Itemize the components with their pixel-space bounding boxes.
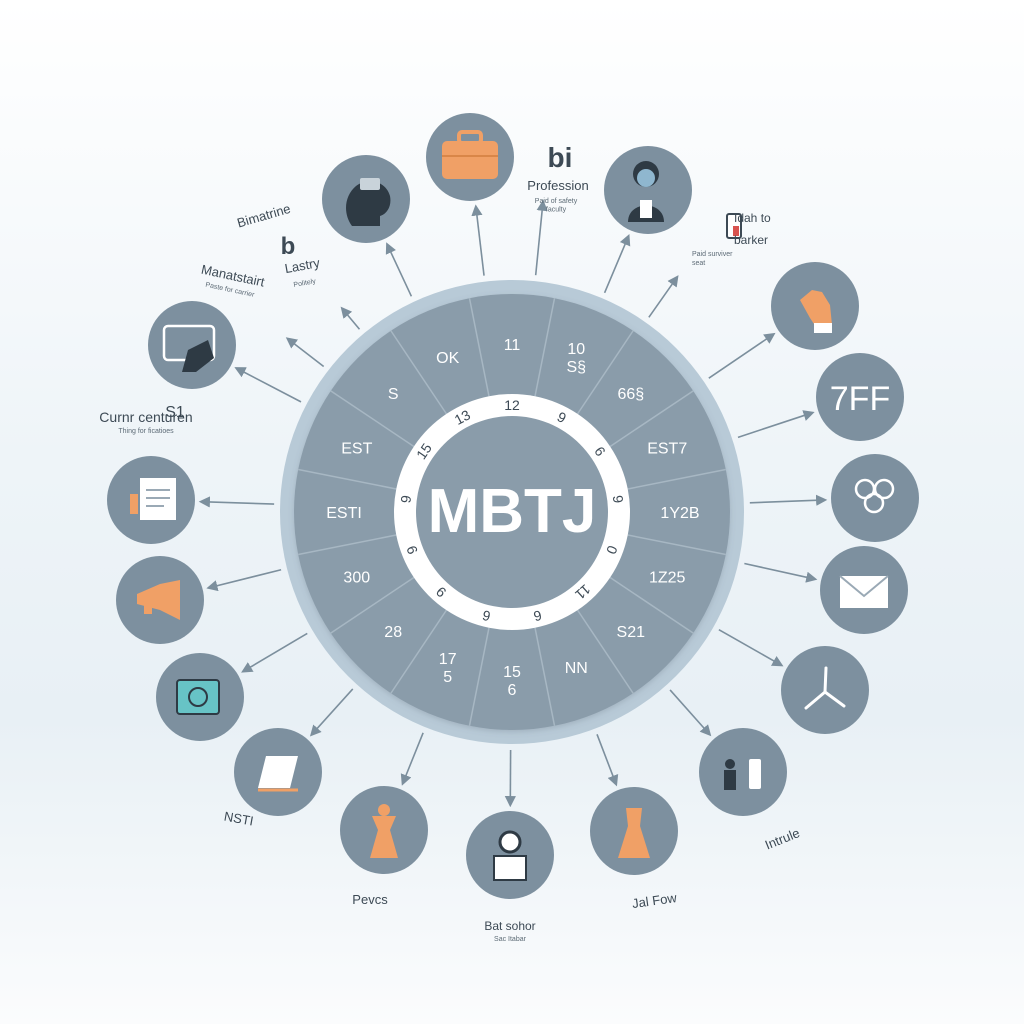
node-sublabel: Thing for ficatioes xyxy=(118,428,174,435)
connector-arrow xyxy=(750,500,825,503)
segment-label: ESTI xyxy=(326,505,362,522)
node-megaphone xyxy=(116,556,204,644)
node-label: Bat sohor xyxy=(484,919,535,933)
connector-arrow xyxy=(311,689,352,735)
connector-arrow xyxy=(201,502,274,504)
node-screen xyxy=(156,653,244,741)
node-7ff: 7FF xyxy=(816,353,904,441)
connector-arrow xyxy=(709,334,774,378)
node-people: Intrule xyxy=(699,728,802,853)
node-label: Profession xyxy=(527,178,588,193)
segment-label: S xyxy=(388,386,399,403)
node-network xyxy=(781,646,869,734)
connector-arrow xyxy=(649,277,677,317)
envelope-icon xyxy=(840,576,888,608)
label-curnr: S1 Curnr centuren Thing for ficatioes xyxy=(99,404,192,435)
node-head xyxy=(322,155,410,243)
node-label: Jal Fow xyxy=(631,890,678,911)
connector-arrow xyxy=(536,202,543,275)
connector-arrow xyxy=(738,413,813,438)
node-rings xyxy=(831,454,919,542)
node-sublabel: Politely xyxy=(293,278,317,289)
segment-label: NN xyxy=(565,660,588,677)
segment-label: 1Y2B xyxy=(660,505,699,522)
node-tablet xyxy=(148,301,236,389)
node-envelope xyxy=(820,546,908,634)
connector-arrow xyxy=(744,563,815,579)
connector-arrow xyxy=(342,308,359,329)
segment-label: 300 xyxy=(343,569,370,586)
segment-label: EST xyxy=(341,441,372,458)
inner-ring-label: 12 xyxy=(504,397,520,413)
center-title: MBTJ xyxy=(428,477,597,546)
node-person xyxy=(604,146,692,234)
node-hand xyxy=(771,262,859,350)
segment-label: 28 xyxy=(384,624,402,641)
node-extra-text: bi xyxy=(548,142,573,173)
connector-arrow xyxy=(719,630,782,666)
segment-label: 1Z25 xyxy=(649,569,686,586)
connector-arrow xyxy=(476,207,484,276)
connector-arrow xyxy=(288,339,324,367)
screen-icon xyxy=(177,680,219,714)
node-laptop-person: Bat sohor Sac Itabar xyxy=(466,811,554,943)
connector-arrow xyxy=(387,244,411,296)
connector-arrow xyxy=(670,690,710,735)
node-document xyxy=(107,456,195,544)
connector-arrow xyxy=(597,734,616,784)
label-manatstairt: Manatstairt Paste for carrier xyxy=(198,262,267,301)
node-label: Pevcs xyxy=(352,892,388,907)
connector-arrow xyxy=(605,236,629,293)
segment-label: EST7 xyxy=(647,441,687,458)
segment-label: 66§ xyxy=(617,386,644,403)
node-briefcase xyxy=(426,113,514,201)
node-extra-text: b xyxy=(281,233,296,260)
node-figure: Pevcs xyxy=(340,786,428,907)
connector-arrow xyxy=(403,733,423,784)
text-icon: 7FF xyxy=(830,380,890,418)
connector-arrow xyxy=(236,368,301,402)
node-label: Intrule xyxy=(763,825,802,852)
node-dress: Jal Fow xyxy=(590,787,678,911)
segment-label: OK xyxy=(436,350,459,367)
segment-label: 11 xyxy=(504,337,521,354)
connector-arrow xyxy=(243,633,307,671)
connector-arrow xyxy=(209,570,282,588)
segment-label: S21 xyxy=(617,624,646,641)
node-notebook: NSTI xyxy=(223,728,322,829)
node-label: Curnr centuren xyxy=(99,409,192,425)
node-sublabel: Sac Itabar xyxy=(494,936,527,943)
node-label: Bimatrine xyxy=(235,201,292,231)
node-label: NSTI xyxy=(223,809,255,829)
